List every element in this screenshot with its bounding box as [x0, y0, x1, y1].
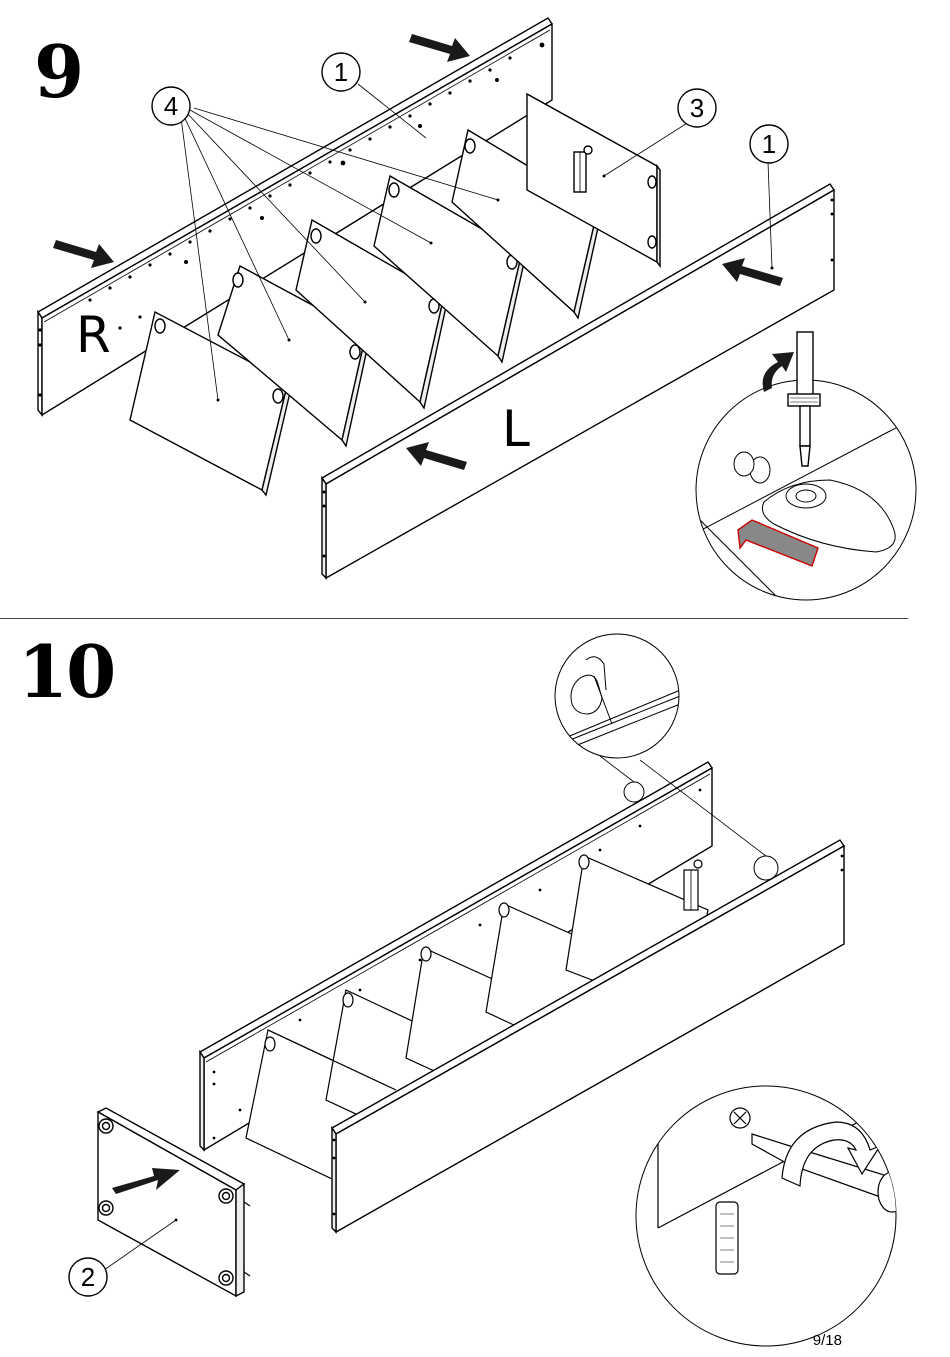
callout-label: 2 — [81, 1262, 95, 1292]
dowel-detail — [636, 1086, 906, 1346]
step9-diagram: R L — [38, 18, 930, 600]
callout-4: 4 — [152, 87, 190, 125]
callout-1-right: 1 — [750, 125, 788, 163]
side-label-left: L — [502, 400, 530, 458]
side-label-right: R — [76, 306, 111, 364]
callout-label: 4 — [164, 91, 178, 121]
callout-label: 1 — [334, 57, 348, 87]
dowel-icon — [716, 1202, 738, 1274]
hand-detail — [555, 634, 690, 758]
push-arrow-icon — [53, 240, 114, 268]
callout-label: 1 — [762, 129, 776, 159]
callout-2: 2 — [69, 1258, 107, 1296]
callout-label: 3 — [690, 93, 704, 123]
callout-1-top: 1 — [322, 53, 360, 91]
page-number: 9/18 — [813, 1332, 842, 1349]
push-arrow-icon — [409, 34, 470, 62]
cam-lock-detail — [690, 332, 930, 600]
step10-diagram: 2 — [69, 634, 906, 1346]
callout-3: 3 — [678, 89, 716, 127]
